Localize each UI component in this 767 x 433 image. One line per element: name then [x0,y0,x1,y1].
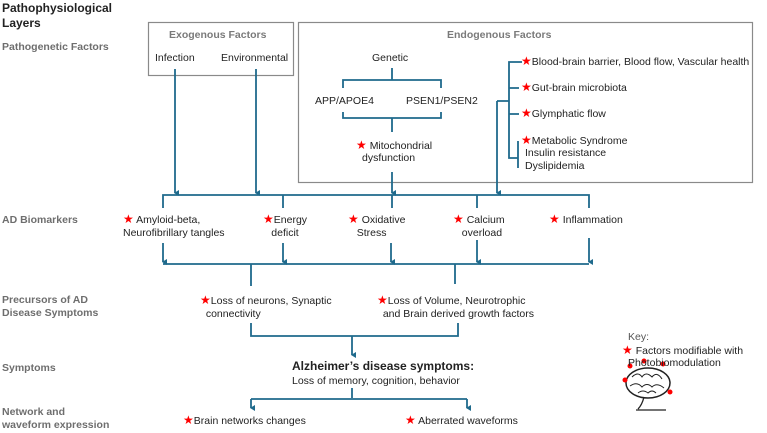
star-icon: ★ [521,54,532,68]
biomarker-text: Stress [356,227,387,239]
mito-line-2: dysfunction [362,152,416,164]
star-icon: ★ [521,106,532,120]
factor-text: Gut-brain microbiota [531,82,627,94]
brain-icon [622,358,673,411]
factor-insulin: Insulin resistance [525,147,607,159]
mito-text-1: Mitochondrial [369,140,433,152]
layer-biomarkers: AD Biomarkers [2,214,78,226]
key-text: Factors modifiable with [635,345,744,357]
precursor-neurons: ★Loss of neurons, Synaptic connectivity [200,294,332,321]
symptoms-sub: Loss of memory, cognition, behavior [292,375,460,387]
exogenous-title: Exogenous Factors [169,29,267,41]
star-icon: ★ [200,293,211,307]
star-icon: ★ [405,413,416,427]
factor-bbb: ★Blood-brain barrier, Blood flow, Vascul… [521,55,749,69]
factor-text: Blood-brain barrier, Blood flow, Vascula… [531,56,750,68]
factor-gut: ★Gut-brain microbiota [521,81,627,95]
precursor-text: Loss of neurons, Synaptic [210,295,332,307]
precursor-text: Loss of Volume, Neurotrophic [387,295,526,307]
network-waveforms: ★ Aberrated waveforms [405,414,518,428]
factor-text: Glymphatic flow [531,108,606,120]
biomarker-text: deficit [271,227,299,239]
biomarker-amyloid: ★ Amyloid-beta,Neurofibrillary tangles [123,213,225,240]
layers-title: Pathophysiological Layers [2,1,113,30]
biomarker-text: Amyloid-beta, [136,214,201,226]
biomarker-inflammation: ★ Inflammation [549,213,623,227]
star-icon: ★ [453,212,464,226]
biomarker-text: overload [461,227,503,239]
star-icon: ★ [377,293,388,307]
gene-app-apoe4: APP/APOE4 [315,95,374,107]
network-brain: ★Brain networks changes [183,414,306,428]
star-icon: ★ [183,413,194,427]
endogenous-title: Endogenous Factors [447,29,552,41]
genetic-label: Genetic [372,52,409,64]
network-text: Brain networks changes [193,415,306,427]
layer-precursors-2: Disease Symptoms [2,307,99,319]
layer-symptoms: Symptoms [2,362,56,374]
exogenous-box [147,21,295,77]
exogenous-infection: Infection [155,52,195,64]
layer-pathogenetic: Pathogenetic Factors [2,41,109,53]
factor-dyslipidemia: Dyslipidemia [525,160,585,172]
star-icon: ★ [622,343,633,357]
precursor-text: connectivity [205,308,261,320]
mito-line-1: ★ Mitochondrial [356,139,432,153]
gene-psen: PSEN1/PSEN2 [406,95,478,107]
symptoms-title: Alzheimer’s disease symptoms: [292,359,475,373]
star-icon: ★ [356,138,367,152]
star-icon: ★ [263,212,274,226]
biomarker-text: Calcium [466,214,505,226]
precursor-text: and Brain derived growth factors [382,308,535,320]
star-icon: ★ [521,133,532,147]
layer-precursors-1: Precursors of AD [2,294,88,306]
key-title: Key: [628,331,650,343]
precursor-volume: ★Loss of Volume, Neurotrophic and Brain … [377,294,534,321]
network-text: Aberrated waveforms [418,415,518,427]
biomarker-text: Oxidative [361,214,406,226]
biomarker-text: Inflammation [562,214,623,226]
endogenous-box [297,21,754,184]
key-line-1: ★ Factors modifiable with [622,344,743,358]
biomarker-calcium: ★ Calcium overload [453,213,505,240]
layer-network-1: Network and [2,406,66,418]
factor-text: Metabolic Syndrome [531,135,628,147]
biomarker-text: Energy [273,214,308,226]
factor-metabolic: ★Metabolic Syndrome [521,134,627,148]
biomarker-text: Neurofibrillary tangles [123,227,225,239]
exogenous-environmental: Environmental [221,52,289,64]
star-icon: ★ [348,212,359,226]
key-line-2: Photobiomodulation [628,357,721,369]
layer-network-2: waveform expression [2,419,110,431]
star-icon: ★ [549,212,560,226]
star-icon: ★ [123,212,134,226]
star-icon: ★ [521,80,532,94]
factor-glymphatic: ★Glymphatic flow [521,107,606,121]
biomarker-oxidative: ★ Oxidative Stress [348,213,405,240]
